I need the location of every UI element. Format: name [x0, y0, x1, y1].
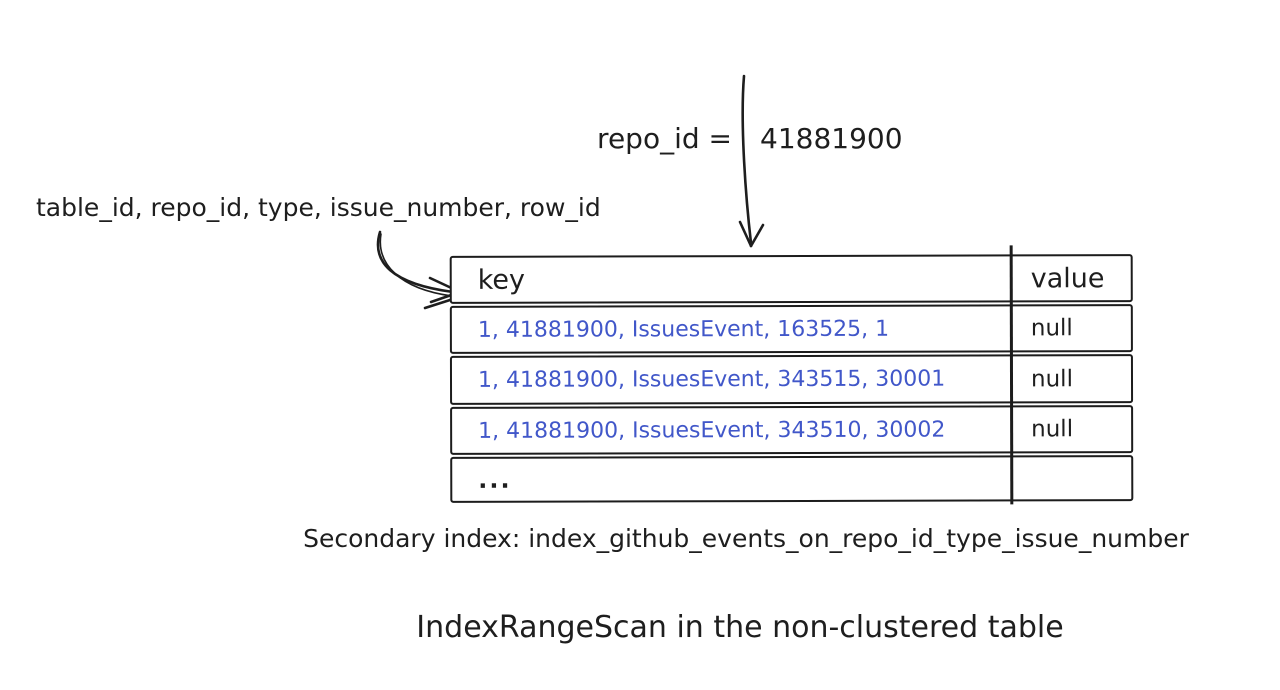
row-value-cell: null [1013, 407, 1131, 451]
header-cell-value: value [1013, 256, 1131, 300]
key-columns-label: table_id, repo_id, type, issue_number, r… [36, 193, 601, 222]
table-row: 1, 41881900, IssuesEvent, 343515, 30001 … [449, 354, 1134, 405]
row-value-text: null [1031, 416, 1074, 443]
curved-right-arrow [376, 230, 462, 310]
table-row: 1, 41881900, IssuesEvent, 343510, 30002 … [450, 405, 1134, 455]
row-value-cell: null [1013, 356, 1131, 401]
row-value-cell: null [1013, 306, 1131, 350]
filter-label-value: 41881900 [760, 122, 903, 155]
filter-label-lhs: repo_id = [597, 122, 732, 155]
row-value-text: null [1030, 315, 1073, 342]
row-value-cell [1013, 457, 1131, 499]
row-key-text: 1, 41881900, IssuesEvent, 163525, 1 [477, 316, 890, 343]
row-key-cell: 1, 41881900, IssuesEvent, 343515, 30001 [452, 356, 1013, 402]
header-value-label: value [1030, 262, 1105, 294]
row-key-cell: 1, 41881900, IssuesEvent, 343510, 30002 [452, 407, 1013, 452]
row-value-text: null [1030, 365, 1073, 392]
table-row-ellipsis: ... [450, 455, 1134, 503]
row-key-cell: 1, 41881900, IssuesEvent, 163525, 1 [452, 306, 1013, 351]
table-row: 1, 41881900, IssuesEvent, 163525, 1 null [449, 304, 1133, 354]
header-key-label: key [477, 264, 526, 296]
table-header-row: key value [449, 254, 1133, 304]
down-arrow [738, 74, 765, 248]
ellipsis-text: ... [478, 465, 512, 494]
diagram-title: IndexRangeScan in the non-clustered tabl… [416, 610, 1064, 645]
header-cell-key: key [452, 256, 1013, 301]
row-key-text: 1, 41881900, IssuesEvent, 343510, 30002 [478, 417, 946, 444]
row-key-text: 1, 41881900, IssuesEvent, 343515, 30001 [477, 366, 946, 393]
index-table: key value 1, 41881900, IssuesEvent, 1635… [449, 245, 1134, 505]
row-key-cell: ... [452, 457, 1013, 500]
secondary-index-caption: Secondary index: index_github_events_on_… [303, 524, 1189, 553]
